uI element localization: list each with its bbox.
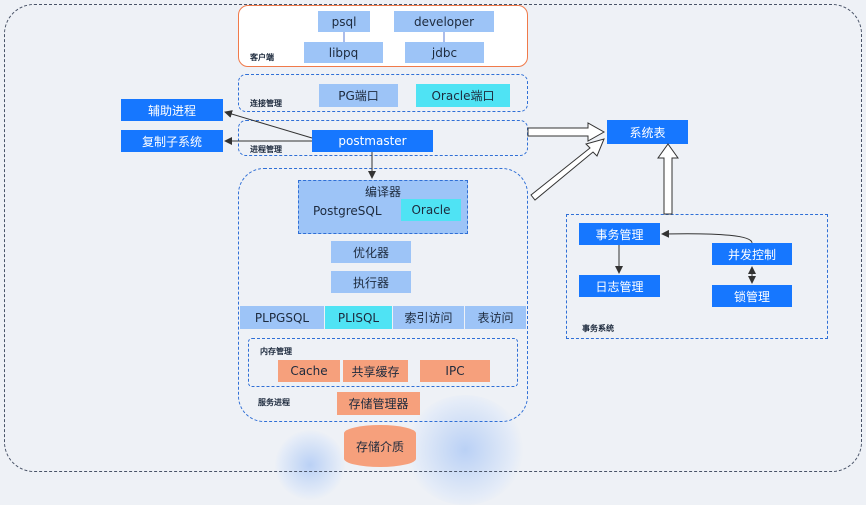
- psql-node: psql: [318, 11, 370, 32]
- service-label: 服务进程: [258, 398, 290, 407]
- process-label: 进程管理: [250, 145, 282, 154]
- oracle-compiler-node: Oracle: [401, 199, 461, 221]
- libpq-node: libpq: [304, 42, 383, 63]
- transaction-label: 事务系统: [582, 324, 614, 333]
- postmaster-aux-arrow: [224, 110, 313, 139]
- optimizer-node: 优化器: [331, 241, 411, 263]
- storage-manager-node: 存储管理器: [337, 392, 420, 415]
- plisql-node: PLISQL: [325, 306, 392, 329]
- transaction-group: [566, 214, 828, 339]
- cache-node: Cache: [278, 360, 340, 382]
- process-systable-arrow: [527, 122, 606, 142]
- service-group: [238, 168, 528, 422]
- log-manager-node: 日志管理: [579, 275, 660, 297]
- transaction-systable-arrow: [657, 143, 679, 215]
- connector-layer: [224, 32, 756, 284]
- process-group: [238, 120, 528, 156]
- concurrency-txn-arrow: [661, 229, 753, 244]
- postgresql-label: PostgreSQL: [313, 204, 382, 218]
- oracle-port-node: Oracle端口: [416, 84, 510, 107]
- jdbc-node: jdbc: [405, 42, 484, 63]
- replication-node: 复制子系统: [121, 130, 223, 152]
- ipc-node: IPC: [420, 360, 490, 382]
- table-access-node: 表访问: [465, 306, 526, 329]
- connection-label: 连接管理: [250, 99, 282, 108]
- service-systable-arrow: [530, 138, 605, 201]
- connection-group: [238, 74, 528, 112]
- plpgsql-node: PLPGSQL: [240, 306, 324, 329]
- concurrency-node: 并发控制: [712, 243, 792, 265]
- client-label: 客户端: [250, 53, 274, 62]
- memory-group: [248, 338, 518, 387]
- aux-process-node: 辅助进程: [121, 99, 223, 121]
- system-boundary: [4, 4, 862, 472]
- executor-node: 执行器: [331, 271, 411, 293]
- postmaster-node: postmaster: [312, 130, 433, 152]
- system-table-node: 系统表: [607, 120, 688, 144]
- index-access-node: 索引访问: [393, 306, 464, 329]
- developer-node: developer: [394, 11, 494, 32]
- lock-manager-node: 锁管理: [712, 285, 792, 307]
- pg-port-node: PG端口: [319, 84, 398, 107]
- compiler-title: 编译器: [364, 185, 401, 199]
- memory-label: 内存管理: [260, 347, 292, 356]
- shared-buffer-node: 共享缓存: [343, 360, 408, 382]
- txn-manager-node: 事务管理: [579, 223, 660, 245]
- storage-medium-node: 存储介质: [344, 425, 416, 467]
